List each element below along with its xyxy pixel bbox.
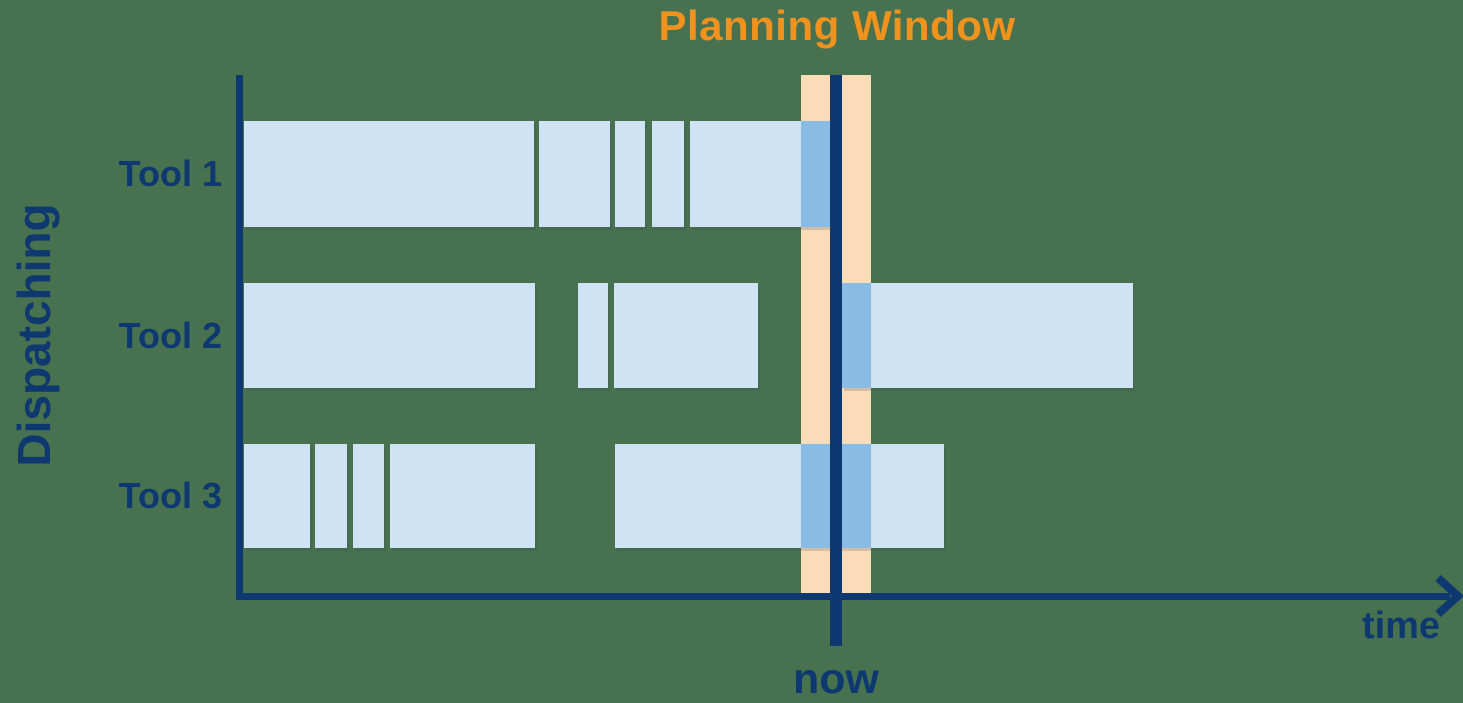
y-axis-line xyxy=(236,75,243,600)
gantt-bar xyxy=(690,121,831,227)
now-line xyxy=(830,75,842,646)
planning-window-title: Planning Window xyxy=(658,2,1016,49)
gantt-bar xyxy=(615,444,944,548)
gantt-bar xyxy=(578,283,608,388)
gantt-bar xyxy=(244,444,310,548)
gantt-bar xyxy=(244,121,534,227)
gantt-bar xyxy=(315,444,347,548)
gantt-bar xyxy=(842,283,1133,388)
gantt-bar xyxy=(614,283,758,388)
x-axis-line xyxy=(236,593,1450,600)
row-label-tool-2: Tool 2 xyxy=(118,314,222,356)
gantt-bar-window-segment xyxy=(801,121,831,227)
gantt-bar xyxy=(615,121,645,227)
gantt-bar xyxy=(390,444,535,548)
x-axis-label: time xyxy=(1361,605,1441,647)
gantt-bar xyxy=(652,121,684,227)
row-label-tool-3: Tool 3 xyxy=(118,475,222,516)
gantt-bar-window-segment xyxy=(842,283,871,388)
now-label: now xyxy=(793,655,879,703)
row-label-tool-1: Tool 1 xyxy=(118,153,222,194)
x-axis-arrow-icon xyxy=(1435,575,1463,617)
gantt-bar xyxy=(244,283,535,388)
gantt-bar xyxy=(353,444,384,548)
gantt-bar xyxy=(539,121,610,227)
